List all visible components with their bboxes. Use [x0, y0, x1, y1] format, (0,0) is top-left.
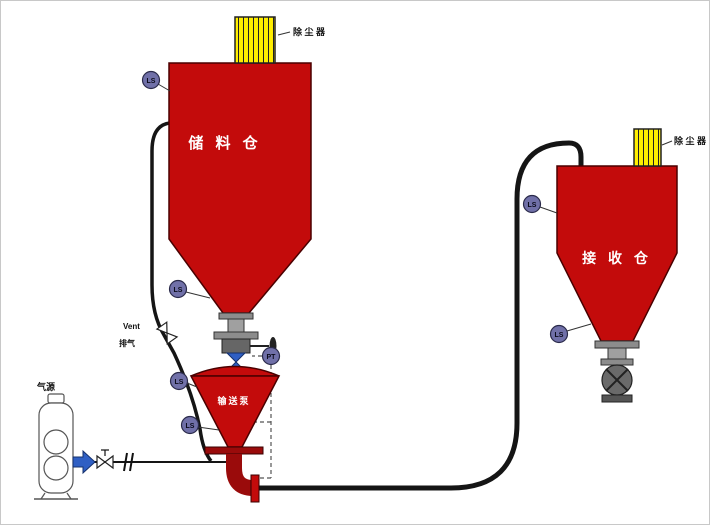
compressor-leg-right: [66, 492, 72, 500]
flex-joint-tick-1: [123, 452, 128, 472]
compressor-stage-1: [43, 429, 69, 455]
pump-dome: [190, 365, 280, 377]
receiver-flange-mid: [600, 358, 634, 366]
elbow-outlet-flange: [250, 474, 260, 503]
dust-collector-housing: [234, 16, 276, 64]
instrument-bubble: [549, 324, 569, 344]
vent-label-en: Vent: [123, 322, 140, 331]
vent-valve-right-cone: [166, 332, 179, 345]
leader-ls-receiver-upper: [539, 206, 558, 214]
receiver-pipe-spool: [607, 347, 627, 360]
dome-valve-upper-cone: [225, 352, 247, 363]
dust-collector-left-label: 除 尘 器: [293, 26, 326, 37]
air-compressor: [34, 393, 78, 500]
leader-ls-receiver-lower: [566, 323, 592, 332]
storage-silo: 储 料 仓: [168, 62, 312, 314]
vent-pipe: [150, 121, 213, 463]
instrument-bubble: [168, 279, 188, 299]
discharge-elbow: [226, 454, 254, 496]
dust-collector-right-leader: [661, 140, 673, 146]
instrument-bubble: [261, 346, 281, 366]
storage-silo-body: [168, 62, 312, 314]
rotary-valve-cross-2: [605, 368, 629, 392]
compressor-top-cap: [47, 393, 65, 404]
pump-outlet-flange-bar: [204, 446, 264, 455]
instrument-bubble: [141, 70, 161, 90]
dust-collector-housing: [633, 128, 662, 167]
vent-valve: [155, 321, 179, 345]
instrument-leaders: [157, 83, 592, 431]
dust-collector-right-label: 除 尘 器: [674, 135, 707, 146]
discharge-flange-mid: [213, 331, 259, 340]
conveying-pipe: [259, 140, 584, 491]
butterfly-valve-body: [221, 338, 251, 354]
compressor-stage-2: [43, 455, 69, 481]
pump-cone-body: [189, 375, 281, 448]
leader-ls-pump-upper: [186, 382, 198, 388]
transfer-pump: 输送泵: [189, 365, 281, 503]
air-valve-left-cone: [96, 454, 106, 470]
receiver-bottom-plate: [601, 394, 633, 403]
instrument-ls-pump-lower: LS: [180, 415, 200, 435]
storage-silo-label: 储 料 仓: [188, 134, 261, 152]
flex-joint: [123, 452, 134, 472]
leader-ls-storage-top: [157, 83, 171, 92]
instrument-ls-storage-top: LS: [141, 70, 161, 90]
instrument-ls-pump-upper: LS: [169, 371, 189, 391]
storage-dust-collector: 除 尘 器: [234, 16, 326, 64]
pt-signal-lines: [249, 355, 272, 479]
instrument-tag: LS: [147, 78, 156, 85]
instrument-tag: LS: [555, 332, 564, 339]
instrument-tag: LS: [528, 202, 537, 209]
leader-ls-storage-cone: [185, 291, 211, 299]
air-source-label: 气源: [36, 381, 55, 392]
instrument-bubble: [169, 371, 189, 391]
vent-label-cn: 排气: [119, 338, 135, 348]
transfer-pump-label: 输送泵: [217, 395, 250, 406]
instrument-tag: LS: [174, 287, 183, 294]
receiving-silo-label: 接 收 仓: [582, 250, 652, 266]
instrument-ls-storage-cone: LS: [168, 279, 188, 299]
receiver-flange-top: [594, 340, 640, 349]
instrument-pt-pump: PT: [261, 346, 281, 366]
instrument-tag: LS: [186, 423, 195, 430]
instrument-tag: LS: [175, 379, 184, 386]
receiver-discharge-assembly: [594, 340, 640, 403]
discharge-flange-top: [218, 312, 254, 320]
discharge-pipe-spool: [227, 318, 245, 333]
vent-valve-left-cone: [155, 321, 168, 334]
compressor-leg-left: [40, 492, 46, 500]
dust-collector-left-leader: [277, 31, 291, 36]
receiving-dust-collector: 除 尘 器: [633, 128, 707, 167]
air-flow-arrow: [72, 449, 96, 475]
instrument-ls-receiver-upper: LS: [522, 194, 542, 214]
air-valve-right-cone: [104, 454, 114, 470]
instrument-bubble: [522, 194, 542, 214]
instrument-tag: PT: [267, 354, 277, 361]
flex-joint-tick-2: [129, 452, 134, 472]
instrument-ls-receiver-lower: LS: [549, 324, 569, 344]
air-inlet-valve: [96, 449, 114, 470]
leader-ls-pump-lower: [197, 426, 220, 431]
instrument-bubble: [180, 415, 200, 435]
receiving-silo: 接 收 仓: [556, 165, 678, 342]
